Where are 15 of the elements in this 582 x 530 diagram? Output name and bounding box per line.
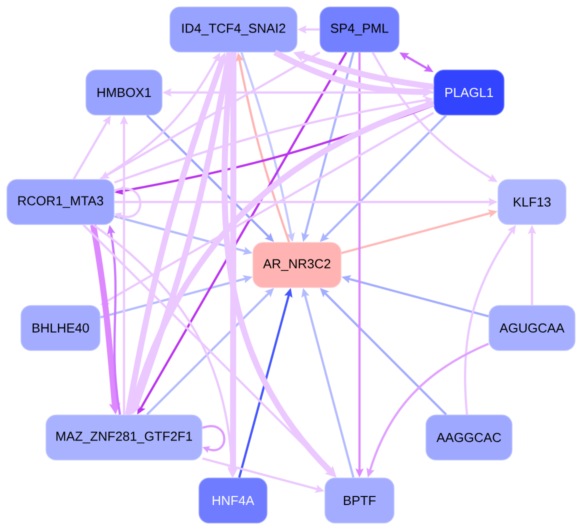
self-loop-arrow <box>114 188 142 220</box>
gene-box: ID4_TCF4_SNAI2 <box>170 6 298 52</box>
gene-box: SP4_PML <box>320 6 400 52</box>
gene-box: BPTF <box>324 478 394 524</box>
self-loop-arrow <box>202 425 226 454</box>
gene-box: BHLHE40 <box>20 305 100 351</box>
gene-box: RCOR1_MTA3 <box>6 179 114 225</box>
gene-box: AAGGCAC <box>426 414 512 460</box>
gene-box: AGUGCAA <box>488 305 576 351</box>
gene-box: AR_NR3C2 <box>252 242 342 288</box>
gene-box: MAZ_ZNF281_GTF2F1 <box>46 414 202 460</box>
gene-box: PLAGL1 <box>434 70 504 116</box>
gene-box: KLF13 <box>498 179 566 225</box>
gene-box: HNF4A <box>198 478 268 524</box>
gene-box: HMBOX1 <box>86 70 162 116</box>
